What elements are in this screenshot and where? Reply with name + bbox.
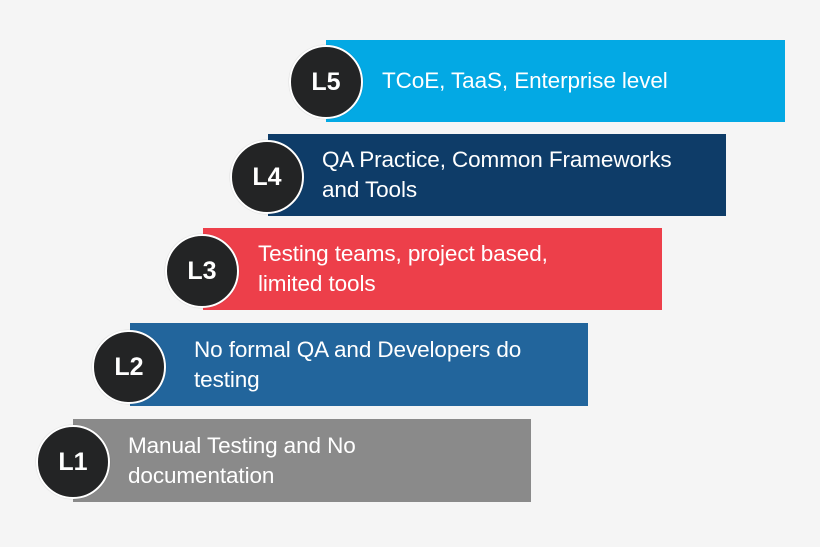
level-2-label: No formal QA and Developers do testing bbox=[194, 336, 522, 392]
level-4-label: QA Practice, Common Frameworks and Tools bbox=[322, 147, 672, 202]
level-3-badge: L3 bbox=[165, 234, 239, 308]
level-3-bar: Testing teams, project based, limited to… bbox=[203, 228, 662, 310]
level-3-label: Testing teams, project based, limited to… bbox=[258, 241, 548, 296]
level-4-bar: QA Practice, Common Frameworks and Tools bbox=[268, 134, 726, 216]
level-5-badge: L5 bbox=[289, 45, 363, 119]
level-2-badge: L2 bbox=[92, 330, 166, 404]
level-5-bar: TCoE, TaaS, Enterprise level bbox=[326, 40, 785, 122]
level-5-label: TCoE, TaaS, Enterprise level bbox=[382, 68, 668, 93]
level-1-bar: Manual Testing and No documentation bbox=[73, 419, 531, 502]
level-1-badge: L1 bbox=[36, 425, 110, 499]
level-4-badge: L4 bbox=[230, 140, 304, 214]
level-2-bar: No formal QA and Developers do testing bbox=[130, 323, 588, 406]
level-1-label: Manual Testing and No documentation bbox=[128, 432, 356, 488]
